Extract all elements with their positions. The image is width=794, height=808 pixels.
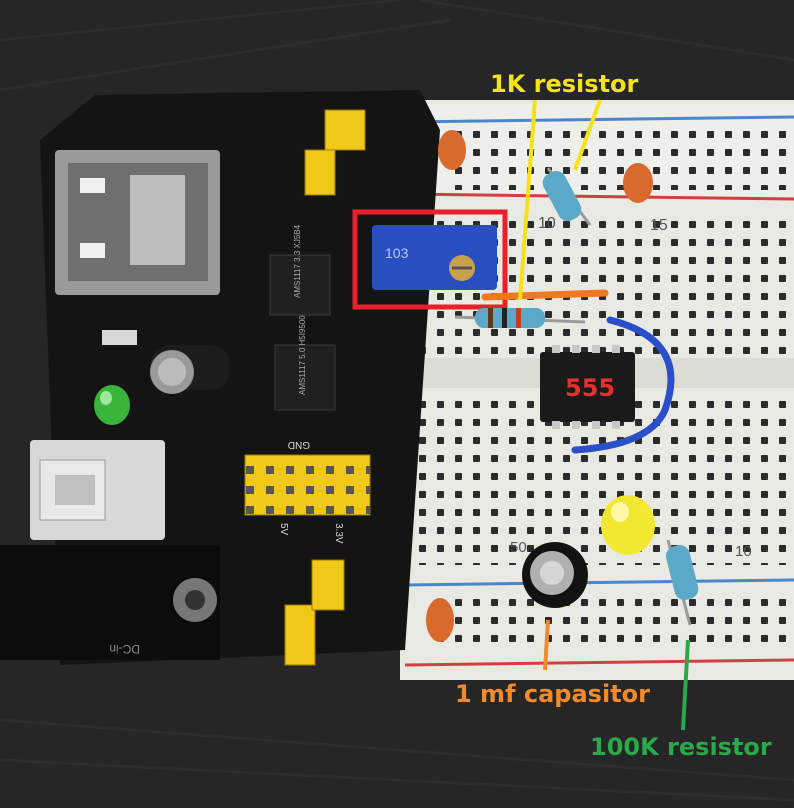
resistor-top — [542, 167, 592, 226]
ceramic-cap-3 — [426, 598, 454, 642]
blue-wire — [571, 316, 675, 454]
pointer-capacitor — [543, 619, 550, 671]
power-supply-module: AMS1117 3.3 XJ5B4 AMS1117 5.0 H5I9500 — [0, 90, 440, 666]
svg-text:AMS1117 5.0 H5I9500: AMS1117 5.0 H5I9500 — [298, 315, 307, 395]
resistor-1k-lower — [454, 308, 586, 328]
rail-blue-bottom — [404, 578, 794, 587]
label-100k-resistor: 100K resistor — [590, 733, 772, 761]
highlight-box — [352, 209, 508, 310]
pointer-1k-a — [518, 99, 537, 301]
potentiometer: 103 — [372, 225, 497, 290]
rail-red-bottom — [404, 658, 794, 667]
module-capacitor — [150, 345, 230, 394]
rail-blue-top — [404, 115, 794, 124]
power-switch — [30, 440, 165, 540]
yellow-led — [601, 495, 655, 555]
regulator-5v: AMS1117 5.0 H5I9500 — [274, 315, 336, 411]
rail-red-top — [404, 192, 794, 201]
regulator-3v3: AMS1117 3.3 XJ5B4 — [269, 224, 331, 316]
electrolytic-capacitor — [522, 542, 588, 608]
label-1mf-capacitor: 1 mf capasitor — [455, 680, 650, 708]
usb-port — [55, 150, 220, 295]
pin-header: GND 5V 3.3V — [244, 439, 371, 544]
ceramic-cap-1 — [438, 130, 466, 170]
pointer-1k-b — [573, 99, 602, 171]
svg-text:5V: 5V — [278, 523, 289, 536]
svg-text:DC-in: DC-in — [109, 642, 140, 656]
jumper-bottom — [284, 559, 345, 666]
ceramic-cap-2 — [623, 163, 653, 203]
row-number-15: 15 — [650, 217, 668, 234]
row-number-10-bottom: 10 — [735, 543, 752, 560]
row-number-10: 10 — [538, 215, 556, 232]
svg-text:AMS1117 3.3 XJ5B4: AMS1117 3.3 XJ5B4 — [293, 224, 302, 298]
row-number-50: 50 — [510, 539, 527, 556]
svg-text:GND: GND — [288, 439, 310, 450]
svg-text:3.3V: 3.3V — [333, 523, 344, 544]
orange-wire — [481, 289, 609, 301]
ic-label: 555 — [565, 374, 615, 402]
jumper-top — [304, 109, 366, 196]
ic-555: 555 — [540, 345, 635, 429]
label-1k-resistor: 1K resistor — [490, 70, 639, 98]
svg-text:103: 103 — [385, 245, 409, 261]
pointer-100k — [681, 639, 690, 731]
resistor-100k — [665, 539, 699, 626]
green-led — [94, 330, 137, 425]
dc-jack: DC-in — [0, 545, 220, 660]
